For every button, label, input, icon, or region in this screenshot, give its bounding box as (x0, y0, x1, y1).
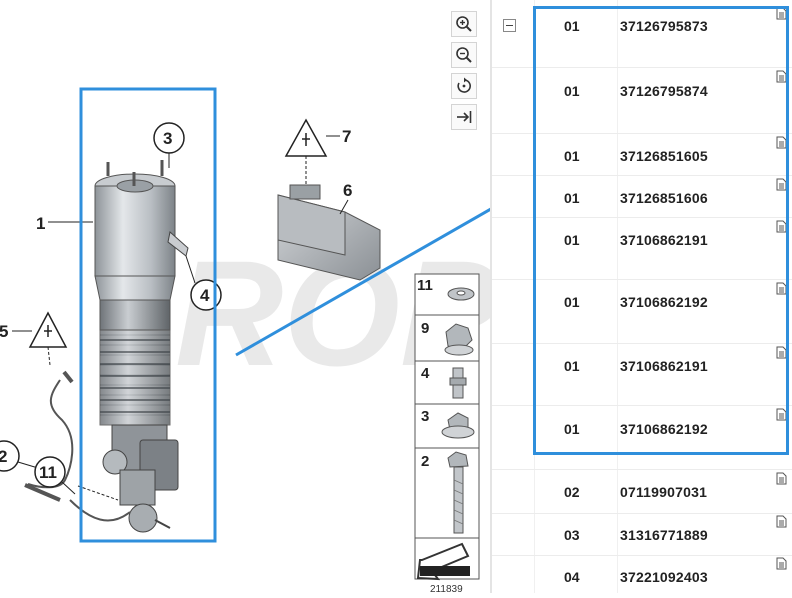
document-icon[interactable] (776, 346, 787, 359)
table-row[interactable]: 04 37221092403 (492, 556, 792, 593)
callout-1: 1 (36, 214, 93, 233)
parts-list-panel: 01 37126795873 01 37126795874 01 3712685… (490, 0, 792, 593)
table-row[interactable]: 01 37106862191 (492, 218, 792, 280)
legend-number-3: 3 (421, 408, 429, 425)
table-row[interactable]: 01 37106862191 (492, 344, 792, 406)
position-cell: 01 (564, 148, 580, 164)
svg-text:2: 2 (0, 447, 7, 466)
callout-6: 6 (339, 181, 352, 215)
legend-number-11: 11 (417, 277, 433, 294)
diagram-canvas: ROP (0, 87, 520, 595)
legend-number-9: 9 (421, 320, 429, 337)
parts-diagram: ROP (0, 87, 520, 595)
zoom-in-icon (456, 16, 472, 32)
arrow-right-bar-icon (457, 111, 472, 123)
position-cell: 01 (564, 358, 580, 374)
position-cell: 01 (564, 18, 580, 34)
figure-id: 211839 (430, 584, 463, 593)
svg-text:5: 5 (0, 322, 8, 341)
callout-7: 7 (284, 118, 351, 186)
svg-text:11: 11 (39, 463, 57, 482)
document-icon[interactable] (776, 472, 787, 485)
position-cell: 04 (564, 569, 580, 585)
rotate-icon (457, 77, 471, 93)
zoom-out-icon (456, 47, 472, 63)
callout-2: 2 (0, 440, 39, 472)
collapse-group-button[interactable] (503, 19, 516, 32)
highlight-pointer-line (235, 196, 511, 357)
part-number-cell[interactable]: 31316771889 (620, 527, 708, 543)
document-icon[interactable] (776, 178, 787, 191)
svg-text:6: 6 (343, 181, 352, 200)
document-icon[interactable] (776, 220, 787, 233)
control-unit-illustration (277, 184, 381, 281)
position-cell: 01 (564, 421, 580, 437)
table-row[interactable]: 03 31316771889 (492, 514, 792, 556)
part-number-cell[interactable]: 37106862191 (620, 358, 708, 374)
document-icon[interactable] (776, 136, 787, 149)
part-number-cell[interactable]: 37126795874 (620, 83, 708, 99)
table-row[interactable]: 02 07119907031 (492, 470, 792, 514)
svg-text:7: 7 (342, 127, 351, 146)
part-number-cell[interactable]: 07119907031 (620, 484, 708, 500)
document-icon[interactable] (776, 408, 787, 421)
table-row[interactable]: 01 37126851605 (492, 134, 792, 176)
diagram-highlight-box (79, 87, 217, 543)
expand-panel-button[interactable] (451, 104, 477, 130)
table-row[interactable]: 01 37126851606 (492, 176, 792, 218)
position-cell: 01 (564, 190, 580, 206)
callout-5: 5 (0, 311, 68, 366)
position-cell: 02 (564, 484, 580, 500)
position-cell: 01 (564, 294, 580, 310)
position-cell: 03 (564, 527, 580, 543)
svg-text:3: 3 (163, 129, 172, 148)
callout-11: 11 (34, 456, 76, 495)
part-number-cell[interactable]: 37106862192 (620, 421, 708, 437)
svg-text:1: 1 (36, 214, 45, 233)
table-row[interactable]: 01 37126795874 (492, 68, 792, 134)
document-icon[interactable] (776, 7, 787, 20)
svg-text:4: 4 (200, 286, 210, 305)
table-row[interactable]: 01 37126795873 (492, 0, 792, 68)
document-icon[interactable] (776, 282, 787, 295)
part-number-cell[interactable]: 37106862191 (620, 232, 708, 248)
air-strut-illustration (24, 160, 189, 533)
callout-3: 3 (153, 122, 185, 168)
legend-number-4: 4 (421, 365, 430, 382)
position-cell: 01 (564, 83, 580, 99)
table-row[interactable]: 01 37106862192 (492, 406, 792, 470)
part-number-cell[interactable]: 37126795873 (620, 18, 708, 34)
table-row[interactable]: 01 37106862192 (492, 280, 792, 344)
zoom-out-button[interactable] (451, 42, 477, 68)
position-cell: 01 (564, 232, 580, 248)
reset-view-button[interactable] (451, 73, 477, 99)
legend-number-2: 2 (421, 453, 429, 470)
part-number-cell[interactable]: 37126851606 (620, 190, 708, 206)
part-number-cell[interactable]: 37126851605 (620, 148, 708, 164)
document-icon[interactable] (776, 557, 787, 570)
small-parts-legend: 11 9 4 3 2 (414, 273, 480, 581)
column-divider (617, 0, 618, 593)
document-icon[interactable] (776, 70, 787, 83)
part-number-cell[interactable]: 37221092403 (620, 569, 708, 585)
document-icon[interactable] (776, 515, 787, 528)
zoom-in-button[interactable] (451, 11, 477, 37)
part-number-cell[interactable]: 37106862192 (620, 294, 708, 310)
